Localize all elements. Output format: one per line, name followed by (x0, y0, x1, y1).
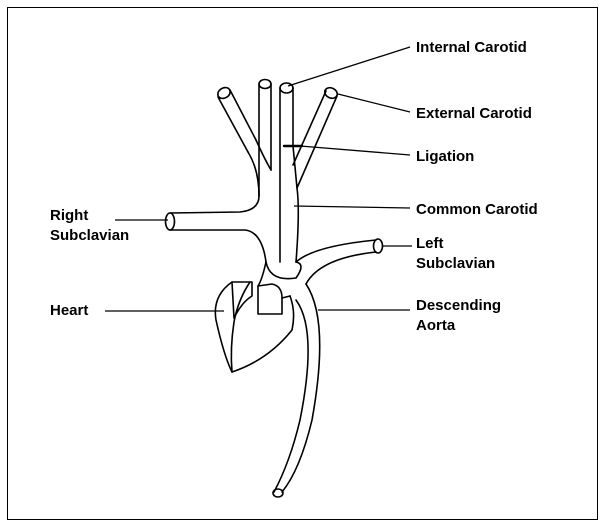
label-ligation: Ligation (416, 147, 474, 167)
label-left-subclavian-2: Subclavian (416, 254, 495, 274)
leader-ligation (300, 146, 410, 155)
label-right-subclavian-2: Subclavian (50, 226, 129, 246)
leader-external-carotid (338, 94, 410, 112)
label-external-carotid: External Carotid (416, 104, 532, 124)
heart-septum (231, 282, 250, 372)
leader-internal-carotid (288, 47, 410, 86)
right-internal-carotid-end (259, 80, 271, 89)
left-subclavian-end (374, 239, 383, 253)
heart-outflow (258, 284, 282, 314)
label-descending-aorta-2: Aorta (416, 316, 455, 336)
right-external-carotid (218, 97, 248, 152)
heart-atrium-left (232, 282, 252, 318)
label-left-subclavian-1: Left (416, 234, 444, 254)
right-common-carotid (248, 152, 259, 196)
right-subclavian (170, 196, 259, 213)
label-heart: Heart (50, 301, 88, 321)
aortic-arch (266, 262, 301, 279)
leader-common-carotid (294, 206, 410, 208)
label-common-carotid: Common Carotid (416, 200, 538, 220)
descending-aorta-end (273, 489, 283, 497)
label-right-subclavian-1: Right (50, 206, 88, 226)
left-external-carotid (293, 91, 326, 165)
right-subclavian-end (166, 213, 175, 230)
label-descending-aorta-1: Descending (416, 296, 501, 316)
label-internal-carotid: Internal Carotid (416, 38, 527, 58)
